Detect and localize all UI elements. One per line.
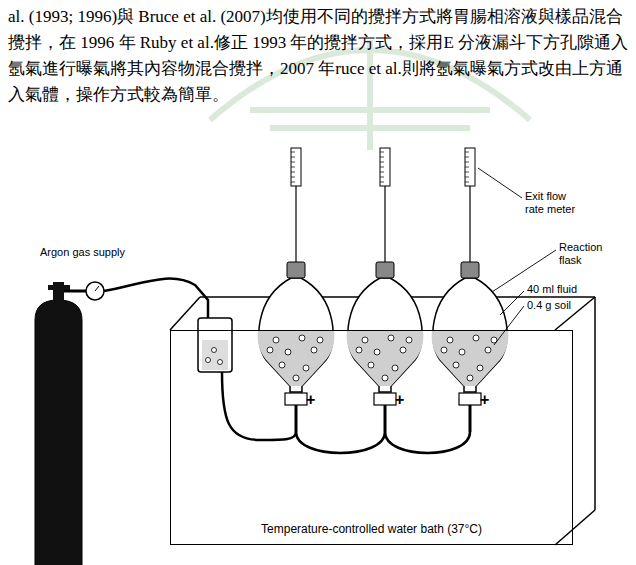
watermark-logo [210, 40, 530, 150]
part-label: 40 ml fluid [527, 283, 607, 296]
stopcock-mark: + [306, 390, 320, 409]
gas-cylinder [35, 282, 104, 565]
part-label: Argon gas supply [40, 246, 150, 259]
reaction-flasks [258, 148, 509, 432]
stopcock-mark: + [480, 390, 494, 409]
water-bath-edges [170, 297, 595, 545]
flask [432, 148, 509, 432]
flask [258, 148, 335, 432]
part-label: 0.4 g soil [527, 299, 607, 312]
stopcock-mark: + [395, 390, 409, 409]
box-label: Temperature-controlled water bath (37°C) [171, 522, 572, 536]
body-paragraph: al. (1993; 1996)與 Bruce et al. (2007)均使用… [8, 4, 628, 108]
bubbler-jar [198, 318, 232, 372]
flask [347, 148, 424, 432]
gas-tubing [104, 279, 470, 453]
water-bath-box: Temperature-controlled water bath (37°C) [170, 330, 573, 545]
part-label: Exit flow rate meter [525, 190, 587, 216]
part-label: Reaction flask [559, 241, 615, 267]
